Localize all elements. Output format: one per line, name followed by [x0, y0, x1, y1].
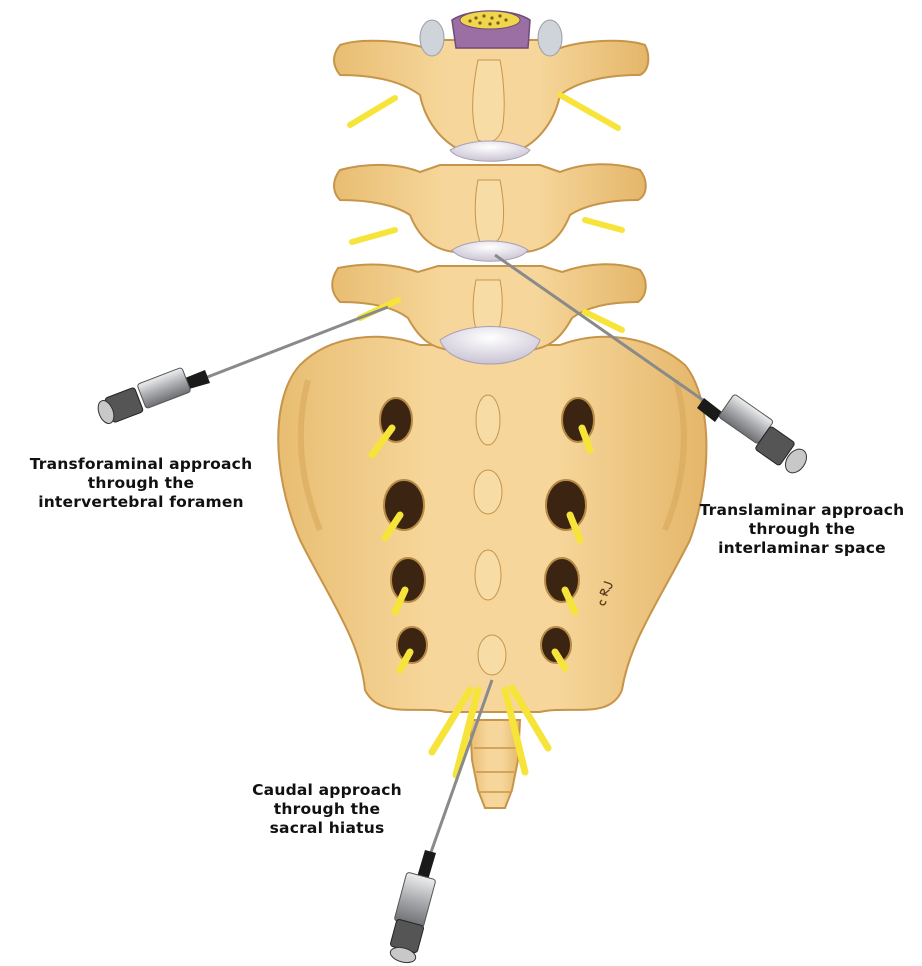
caudal-label-line-3: sacral hiatus [222, 819, 432, 838]
caudal-label-line-1: Caudal approach [222, 781, 432, 800]
vertebra-l4 [334, 164, 646, 252]
translaminar-label-line-1: Translaminar approach [682, 501, 922, 520]
spinal-cord-section [452, 11, 530, 48]
transforaminal-label-line-1: Transforaminal approach [0, 455, 282, 474]
caudal-approach-label: Caudal approach through the sacral hiatu… [222, 781, 432, 838]
translaminar-label-line-3: interlaminar space [682, 539, 922, 558]
transforaminal-label-line-2: through the [0, 474, 282, 493]
sacrum [278, 337, 706, 712]
translaminar-approach-label: Translaminar approach through the interl… [682, 501, 922, 558]
translaminar-label-line-2: through the [682, 520, 922, 539]
transforaminal-label-line-3: intervertebral foramen [0, 493, 282, 512]
caudal-label-line-2: through the [222, 800, 432, 819]
transforaminal-approach-label: Transforaminal approach through the inte… [0, 455, 282, 512]
